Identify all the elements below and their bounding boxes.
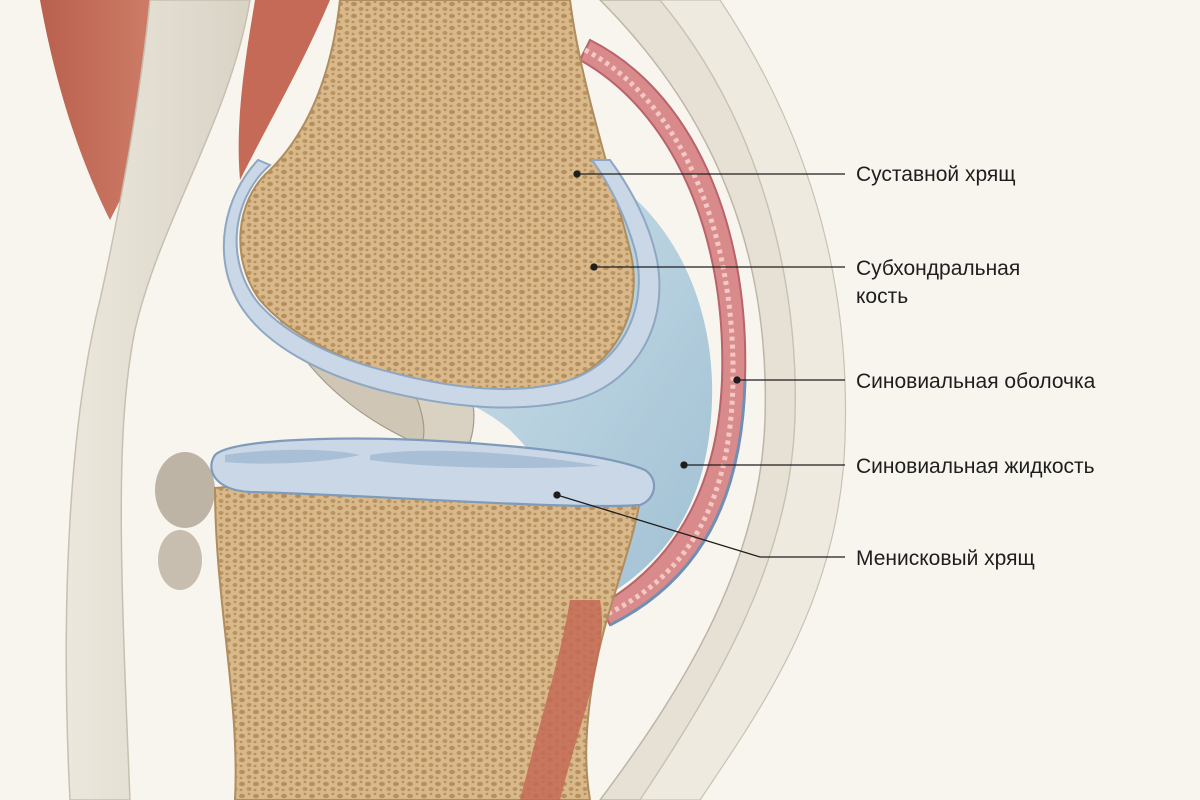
label-subchondral-bone: Субхондральная кость bbox=[856, 257, 1021, 308]
left-tendon bbox=[65, 0, 251, 800]
fat-pad bbox=[155, 452, 215, 528]
label-synovial-membrane: Синовиальная оболочка bbox=[856, 370, 1096, 393]
label-articular-cartilage: Суставной хрящ bbox=[856, 163, 1016, 186]
label-meniscus: Менисковый хрящ bbox=[856, 547, 1035, 570]
muscle-right-strip bbox=[238, 0, 330, 180]
label-synovial-fluid: Синовиальная жидкость bbox=[856, 455, 1095, 478]
articular-cartilage bbox=[222, 158, 661, 409]
calf-muscle bbox=[520, 600, 602, 800]
leader-line-meniscus bbox=[556, 494, 845, 558]
